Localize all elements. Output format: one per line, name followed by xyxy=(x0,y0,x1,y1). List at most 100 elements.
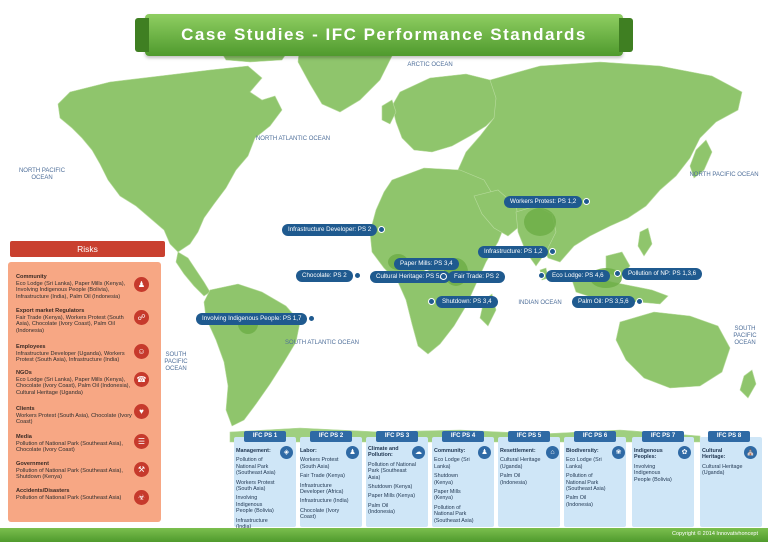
ocean-label-north-pacific-right: NORTH PACIFIC OCEAN xyxy=(689,172,759,178)
philippines-landmass xyxy=(637,227,653,257)
gavel-icon: ⚒ xyxy=(134,462,149,477)
risk-title: Community xyxy=(16,274,47,280)
ocean-label-south-atlantic: SOUTH ATLANTIC OCEAN xyxy=(285,340,359,346)
risk-title: Clients xyxy=(16,406,35,412)
ps-item: Eco Lodge (Sri Lanka) xyxy=(566,457,602,470)
ps-item: Palm Oil (Indonesia) xyxy=(368,502,395,516)
risk-text: Pollution of National Park (Southeast As… xyxy=(16,494,122,501)
callout-shutdown[interactable]: Shutdown: PS 3,4 xyxy=(428,296,498,308)
risk-title: Media xyxy=(16,434,32,440)
ps-item: Paper Mills (Kenya) xyxy=(434,489,461,502)
new-zealand-landmass xyxy=(739,369,757,399)
risk-title: Accidents/Disasters xyxy=(16,488,70,494)
ps-content-7: Indigenous Peoples: Involving Indigenous… xyxy=(634,448,678,486)
ps-content-3: Climate and Pollution: Pollution of Nati… xyxy=(368,446,416,519)
callout-cultural-heritage[interactable]: Cultural Heritage: PS 5,8 xyxy=(370,271,459,283)
ps-item: Chocolate (Ivory Coast) xyxy=(300,507,340,521)
risks-header: Risks xyxy=(10,241,165,257)
risk-title: Export market Regulators xyxy=(16,308,85,314)
ocean-label-north-pacific-left: NORTH PACIFIC OCEAN xyxy=(18,168,66,181)
callout-chocolate[interactable]: Chocolate: PS 2 xyxy=(296,270,361,282)
ps-item: Workers Protest (South Asia) xyxy=(236,479,275,493)
workers-icon: ♟ xyxy=(346,446,359,459)
risk-employees: Employees Infrastructure Developer (Ugan… xyxy=(16,344,136,364)
ps-item: Palm Oil (Indonesia) xyxy=(566,495,593,508)
risk-title: Employees xyxy=(16,344,46,350)
risk-text: Workers Protest (South Asia), Chocolate … xyxy=(16,412,132,426)
ps-item: Pollution of National Park (Southeast As… xyxy=(566,473,606,493)
ps-item: Eco Lodge (Sri Lanka) xyxy=(434,457,470,470)
ps-content-4: Community: Eco Lodge (Sri Lanka) Shutdow… xyxy=(434,448,478,527)
ps-header-6: IFC PS 6 xyxy=(574,431,616,442)
callout-infrastructure[interactable]: Infrastructure: PS 1,2 xyxy=(478,246,557,258)
callout-involving-indigenous[interactable]: Involving Indigenous People: PS 1,7 xyxy=(196,313,316,325)
risk-text: Eco Lodge (Sri Lanka), Paper Mills (Keny… xyxy=(16,376,131,396)
community-icon: ♟ xyxy=(478,446,491,459)
ps-item: Involving Indigenous People (Bolivia) xyxy=(236,495,274,515)
risk-community: Community Eco Lodge (Sri Lanka), Paper M… xyxy=(16,274,136,300)
japan-landmass xyxy=(689,139,713,179)
ps-heading: Management: xyxy=(236,448,271,454)
megaphone-icon: ☎ xyxy=(134,372,149,387)
ps-item: Infrastructure (India) xyxy=(300,498,349,505)
ps-heading: Indigenous Peoples: xyxy=(634,448,663,461)
risk-text: Eco Lodge (Sri Lanka), Paper Mills (Keny… xyxy=(16,280,126,300)
ps-item: Pollution of National Park (Southeast As… xyxy=(434,504,474,524)
risk-title: Government xyxy=(16,461,49,467)
risk-text: Pollution of National Park (Southeast As… xyxy=(16,467,123,481)
callout-palm-oil[interactable]: Palm Oil: PS 3,5,6 xyxy=(572,296,643,308)
ps-item: Pollution of National Park (Southeast As… xyxy=(368,461,416,481)
risk-text: Infrastructure Developer (Uganda), Worke… xyxy=(16,350,125,364)
callout-eco-lodge[interactable]: Eco Lodge: PS 4,6 xyxy=(538,270,610,282)
ocean-label-south-pacific-right: SOUTH PACIFIC OCEAN xyxy=(733,326,757,346)
museum-icon: ⛪ xyxy=(744,446,757,459)
ps-heading: Climate and Pollution: xyxy=(368,446,399,459)
ps-header-3: IFC PS 3 xyxy=(376,431,418,442)
newspaper-icon: ☰ xyxy=(134,434,149,449)
ps-item: Palm Oil (Indonesia) xyxy=(500,473,527,486)
cart-icon: ☍ xyxy=(134,310,149,325)
north-america-landmass xyxy=(57,65,283,253)
ps-content-2: Labor: Workers Protest (South Asia) Fair… xyxy=(300,448,350,524)
callout-paper-mills[interactable]: Paper Mills: PS 3,4 xyxy=(394,258,459,277)
callout-fair-trade[interactable]: Fair Trade: PS 2 xyxy=(439,271,506,283)
highlight-south-asia xyxy=(524,208,556,236)
leaf-icon: ❀ xyxy=(612,446,625,459)
ps-item: Cultural Heritage (Uganda) xyxy=(702,463,743,477)
risk-media: Media Pollution of National Park (Southe… xyxy=(16,434,136,454)
risk-clients: Clients Workers Protest (South Asia), Ch… xyxy=(16,406,136,426)
australia-landmass xyxy=(615,311,731,389)
ocean-label-north-atlantic: NORTH ATLANTIC OCEAN xyxy=(255,136,331,142)
flower-icon: ✿ xyxy=(678,446,691,459)
footer-bar xyxy=(0,528,768,542)
handshake-icon: ♥ xyxy=(134,404,149,419)
ps-content-8: Cultural Heritage: Cultural Heritage (Ug… xyxy=(702,448,744,480)
ps-content-5: Resettlement: Cultural Heritage (Uganda)… xyxy=(500,448,546,489)
ps-item: Shutdown (Kenya) xyxy=(368,484,413,491)
callout-pollution-np[interactable]: Pollution of NP: PS 1,3,6 xyxy=(613,268,703,280)
ps-item: Pollution of National Park (Southeast As… xyxy=(236,457,276,477)
ps-item: Involving Indigenous People (Bolivia) xyxy=(634,463,672,483)
ps-header-7: IFC PS 7 xyxy=(642,431,684,442)
title-banner: Case Studies - IFC Performance Standards xyxy=(135,14,633,56)
ps-item: Paper Mills (Kenya) xyxy=(368,493,416,500)
ps-header-8: IFC PS 8 xyxy=(708,431,750,442)
hazard-icon: ☣ xyxy=(134,490,149,505)
ps-item: Infrastructure Developer (Africa) xyxy=(300,482,344,496)
ps-item: Cultural Heritage (Uganda) xyxy=(500,457,541,470)
cloud-icon: ☁ xyxy=(412,446,425,459)
network-icon: ◈ xyxy=(280,446,293,459)
callout-workers-protest[interactable]: Workers Protest: PS 1,2 xyxy=(504,196,591,208)
ps-heading: Community: xyxy=(434,448,466,454)
ps-content-1: Management: Pollution of National Park (… xyxy=(236,448,280,533)
ps-header-4: IFC PS 4 xyxy=(442,431,484,442)
ocean-label-arctic: ARCTIC OCEAN xyxy=(407,62,453,68)
callout-infrastructure-developer[interactable]: Infrastructure Developer: PS 2 xyxy=(282,224,386,236)
risk-accidents: Accidents/Disasters Pollution of Nationa… xyxy=(16,488,136,501)
risk-text: Fair Trade (Kenya), Workers Protest (Sou… xyxy=(16,314,124,334)
ps-item: Shutdown (Kenya) xyxy=(434,473,458,486)
person-icon: ☺ xyxy=(134,344,149,359)
house-icon: ⌂ xyxy=(546,446,559,459)
ps-heading: Labor: xyxy=(300,448,317,454)
risk-ngos: NGOs Eco Lodge (Sri Lanka), Paper Mills … xyxy=(16,370,136,396)
